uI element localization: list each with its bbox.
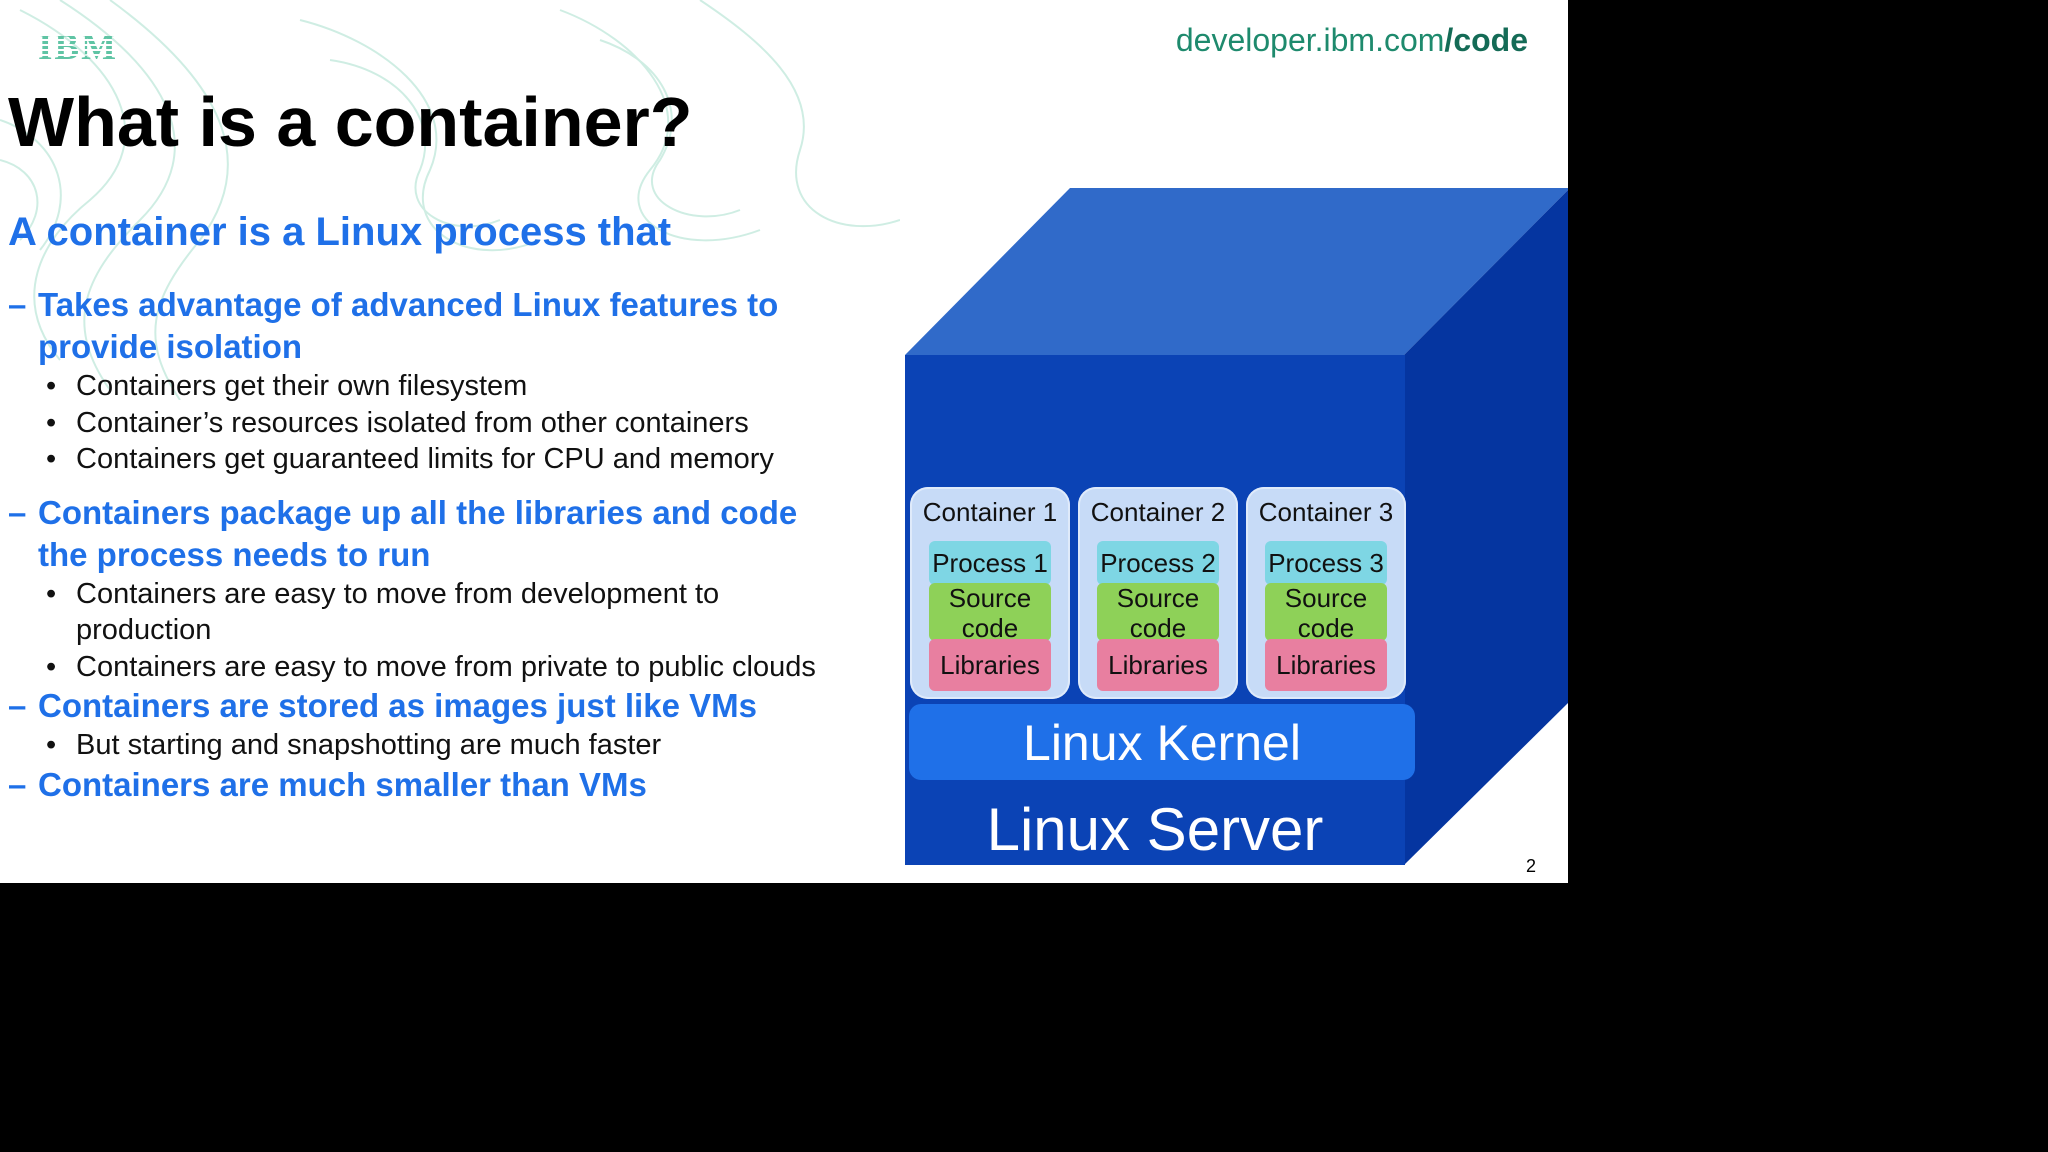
point-line: provide isolation	[38, 328, 303, 365]
linux-server-label: Linux Server	[986, 796, 1324, 863]
bullet-list: –Takes advantage of advanced Linux featu…	[8, 284, 888, 806]
source-line: Source	[1116, 583, 1200, 613]
libraries-block: Libraries	[1265, 639, 1387, 691]
source-line: Source	[1284, 583, 1368, 613]
sub-bullet-text: Containers are easy to move from develop…	[76, 577, 720, 610]
sub-bullet: • Containers get their own filesystem	[8, 368, 888, 405]
page-number: 2	[1526, 856, 1537, 876]
process-block: Process 2	[1097, 541, 1219, 585]
point-heading: –Containers are stored as images just li…	[8, 685, 888, 727]
dash-glyph: –	[8, 286, 27, 323]
libraries-block: Libraries	[929, 639, 1051, 691]
sub-bullet-text: Containers get guaranteed limits for CPU…	[76, 443, 774, 475]
point-line: the process needs to run	[38, 535, 431, 573]
sub-bullet-text: Containers are easy to move from private…	[76, 650, 816, 683]
libraries-block: Libraries	[1097, 639, 1219, 691]
source-line: code	[961, 613, 1019, 643]
sub-bullet-text: Container’s resources isolated from othe…	[76, 406, 749, 439]
bullet-glyph: •	[46, 650, 57, 683]
bullet-glyph: •	[46, 729, 57, 761]
sub-bullet: • Containers get guaranteed limits for CP…	[8, 441, 888, 478]
cube-top-face	[905, 188, 1568, 355]
container-label: Container 3	[1258, 497, 1394, 527]
point-heading: –Takes advantage of advanced Linux featu…	[8, 284, 888, 368]
site-url[interactable]: developer.ibm.com/code	[1176, 22, 1528, 59]
spacer	[8, 478, 888, 492]
sub-bullet: • Containers are easy to move from privat…	[8, 649, 888, 686]
point-heading: –Containers are much smaller than VMs	[8, 764, 888, 806]
process-block: Process 1	[929, 541, 1051, 585]
source-line: code	[1297, 613, 1355, 643]
background-contour-decoration	[0, 0, 900, 400]
site-url-prefix: developer.ibm.com	[1175, 22, 1445, 58]
dash-glyph: –	[8, 765, 27, 803]
point-line: Takes advantage of advanced Linux featur…	[38, 286, 779, 323]
point-line: Containers are stored as images just lik…	[38, 687, 757, 724]
bullet-glyph: •	[46, 370, 57, 402]
site-url-suffix: /code	[1444, 22, 1528, 58]
ibm-logo: IBM	[38, 27, 118, 68]
sub-bullet-text: But starting and snapshotting are much f…	[76, 729, 662, 761]
source-line: code	[1129, 613, 1187, 643]
point-line: Containers package up all the libraries …	[38, 493, 798, 531]
sub-bullet: • Containers are easy to move from develo…	[8, 576, 888, 649]
process-block: Process 3	[1265, 541, 1387, 585]
dash-glyph: –	[8, 687, 27, 724]
container-label: Container 1	[922, 497, 1058, 527]
linux-kernel-bar: Linux Kernel	[909, 704, 1415, 780]
sub-bullet: • But starting and snapshotting are much …	[8, 727, 888, 764]
bullet-glyph: •	[46, 577, 57, 610]
subtitle: A container is a Linux process that	[8, 210, 672, 254]
point-heading: –Containers package up all the libraries…	[8, 492, 888, 576]
source-line: Source	[948, 583, 1032, 613]
container-label: Container 2	[1090, 497, 1226, 527]
sub-bullet-text: production	[76, 614, 212, 646]
slide: IBM developer.ibm.com/code What is a con…	[0, 0, 1568, 883]
cube-side-face	[1404, 190, 1568, 865]
dash-glyph: –	[8, 493, 27, 531]
page-title: What is a container?	[8, 83, 693, 161]
bullet-glyph: •	[46, 443, 57, 475]
sub-bullet-text: Containers get their own filesystem	[76, 370, 528, 402]
sub-bullet: • Container’s resources isolated from oth…	[8, 405, 888, 442]
point-line: Containers are much smaller than VMs	[38, 765, 647, 803]
bullet-glyph: •	[46, 406, 57, 439]
